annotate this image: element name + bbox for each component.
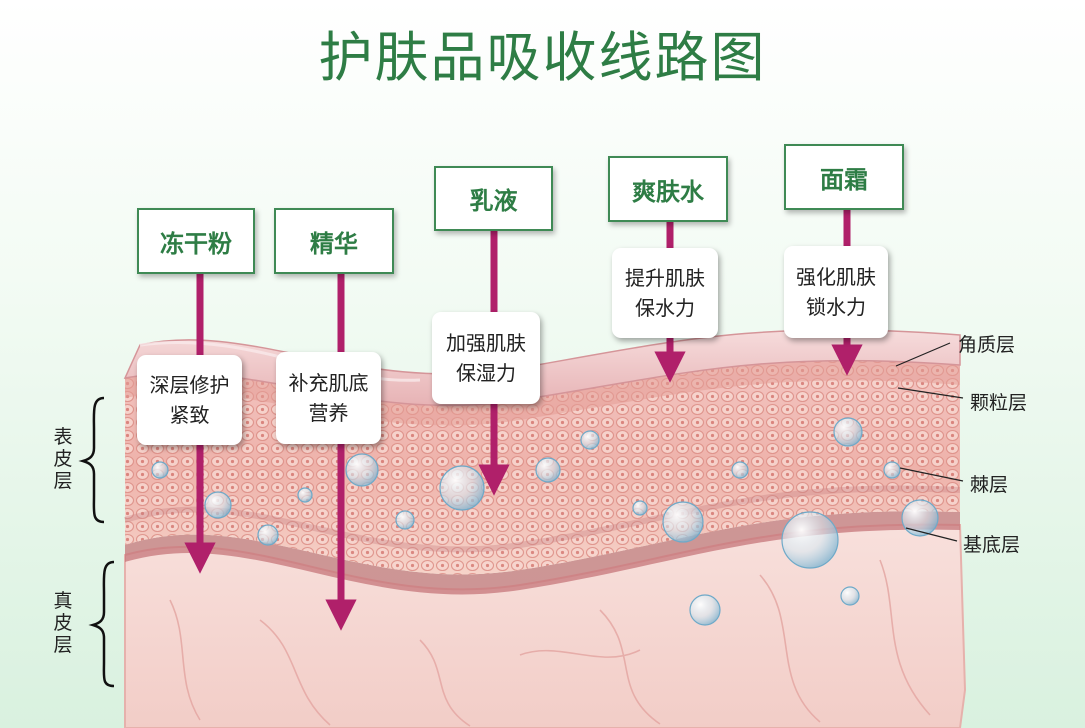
effect-line: 提升肌肤 xyxy=(625,266,705,290)
layer-leader-lines xyxy=(895,342,964,542)
effect-line: 保水力 xyxy=(635,296,695,320)
layer-label-granular: 颗粒层 xyxy=(970,392,1028,414)
effect-line: 加强肌肤 xyxy=(446,331,526,355)
effect-line: 营养 xyxy=(308,401,349,425)
effect-callout-essence: 补充肌底 营养 xyxy=(276,352,381,444)
epidermis-brace xyxy=(78,396,105,524)
water-bubbles xyxy=(151,417,939,626)
effect-line: 保湿力 xyxy=(456,361,516,385)
section-label-epidermis: 表 皮 层 xyxy=(53,426,73,492)
effect-callout-freeze-dried-powder: 深层修护 紧致 xyxy=(137,355,242,445)
effect-line: 补充肌底 xyxy=(288,371,369,395)
product-lotion: 乳液 xyxy=(434,166,553,231)
layer-label-basal: 基底层 xyxy=(963,534,1021,556)
basal-membrane xyxy=(125,511,960,595)
effect-callout-lotion: 加强肌肤 保湿力 xyxy=(432,312,540,404)
dermis-brace xyxy=(88,560,115,688)
product-freeze-dried-powder: 冻干粉 xyxy=(137,208,255,274)
effect-callout-cream: 强化肌肤 锁水力 xyxy=(784,246,888,338)
effect-line: 深层修护 xyxy=(149,373,230,397)
effect-line: 紧致 xyxy=(169,403,210,427)
section-label-dermis: 真 皮 层 xyxy=(53,590,73,656)
effect-line: 锁水力 xyxy=(806,295,866,319)
page-title: 护肤品吸收线路图 xyxy=(318,26,767,89)
product-essence: 精华 xyxy=(274,208,394,274)
dermis-veins xyxy=(169,559,931,727)
product-cream: 面霜 xyxy=(784,144,904,210)
product-toner: 爽肤水 xyxy=(608,156,728,222)
layer-label-spinous: 棘层 xyxy=(970,474,1009,496)
layer-label-stratum-corneum: 角质层 xyxy=(958,334,1016,356)
effect-callout-toner: 提升肌肤 保水力 xyxy=(612,248,718,338)
effect-line: 强化肌肤 xyxy=(796,265,876,289)
